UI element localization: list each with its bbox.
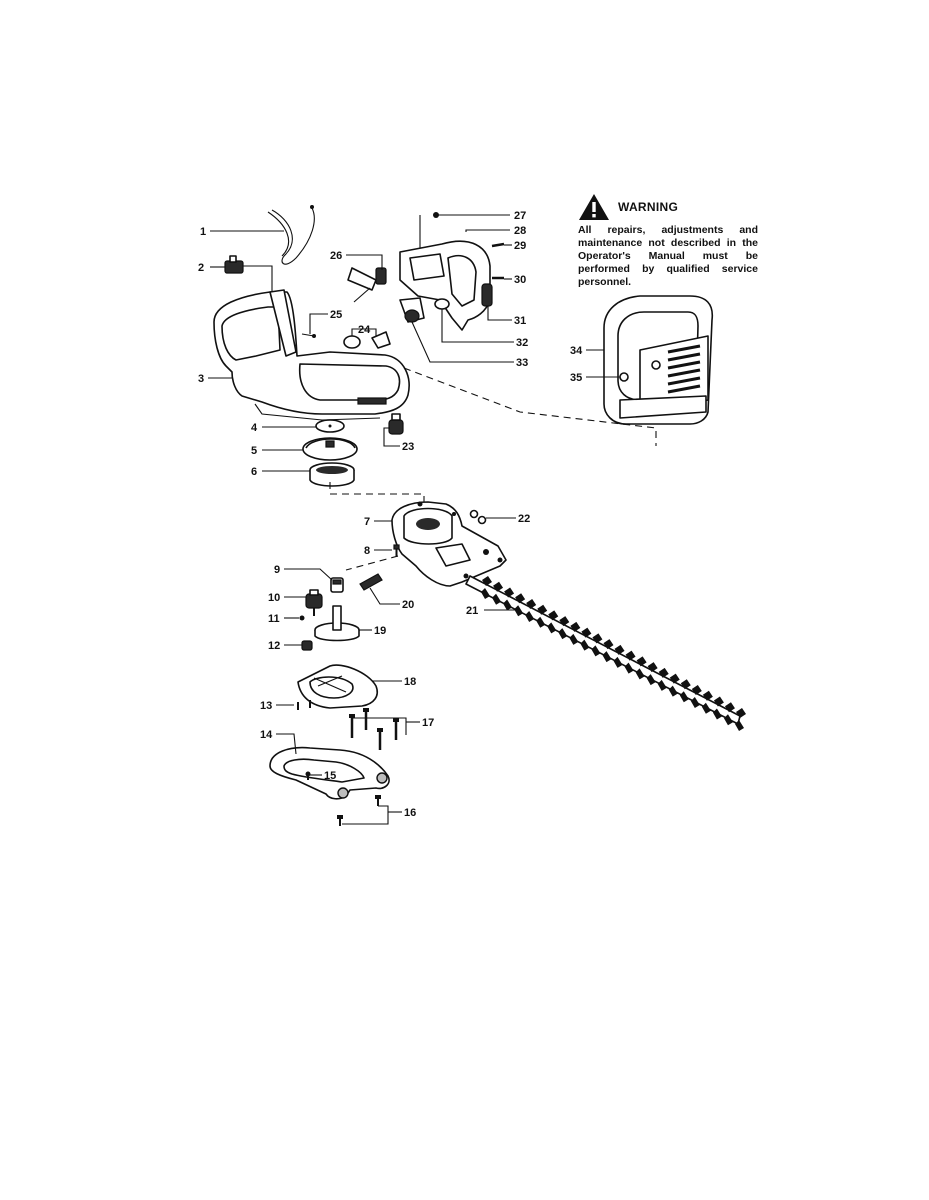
part-ring xyxy=(309,462,355,487)
callout-22: 22 xyxy=(518,513,530,525)
callout-labels: 1 2 3 4 5 6 7 8 9 10 11 12 13 14 15 16 1… xyxy=(198,210,583,819)
callout-6: 6 xyxy=(251,466,257,478)
callout-31: 31 xyxy=(514,315,526,327)
leader-lines xyxy=(208,214,620,825)
callout-32: 32 xyxy=(516,337,528,349)
callout-27: 27 xyxy=(514,210,526,222)
callout-1: 1 xyxy=(200,226,206,238)
callout-12: 12 xyxy=(268,640,280,652)
callout-29: 29 xyxy=(514,240,526,252)
callout-24: 24 xyxy=(358,324,371,336)
part-guard xyxy=(269,746,390,800)
callout-18: 18 xyxy=(404,676,416,688)
warning-title: WARNING xyxy=(618,200,679,214)
part-cord xyxy=(267,205,315,265)
callout-5: 5 xyxy=(251,445,257,457)
callout-7: 7 xyxy=(364,516,370,528)
callout-3: 3 xyxy=(198,373,204,385)
callout-2: 2 xyxy=(198,262,204,274)
callout-4: 4 xyxy=(251,422,258,434)
callout-19: 19 xyxy=(374,625,386,637)
callout-35: 35 xyxy=(570,372,582,384)
part-cover-plate xyxy=(297,664,378,709)
part-spring xyxy=(359,573,383,591)
callout-28: 28 xyxy=(514,225,526,237)
part-handle-screws xyxy=(619,360,661,382)
callout-10: 10 xyxy=(268,592,280,604)
callout-21: 21 xyxy=(466,605,478,617)
assembly-lines xyxy=(329,367,657,571)
part-nut-12 xyxy=(301,640,313,651)
part-screw-8 xyxy=(393,544,400,557)
part-handle-housing xyxy=(213,289,410,421)
callout-9: 9 xyxy=(274,564,280,576)
warning-triangle-icon xyxy=(579,194,609,220)
callout-25: 25 xyxy=(330,309,342,321)
callout-20: 20 xyxy=(402,599,414,611)
part-nuts xyxy=(469,509,487,525)
part-screws-13 xyxy=(297,700,311,710)
warning-text: All repairs, adjustments and maintenance… xyxy=(578,224,758,288)
part-switch-assembly xyxy=(301,212,505,349)
warning-notice: WARNING All repairs, adjustments and mai… xyxy=(578,193,758,289)
callout-23: 23 xyxy=(402,441,414,453)
part-fan-cover xyxy=(302,437,358,461)
callout-14: 14 xyxy=(260,729,273,741)
callout-34: 34 xyxy=(570,345,583,357)
part-gear xyxy=(314,605,360,642)
part-switch xyxy=(224,255,244,274)
callout-30: 30 xyxy=(514,274,526,286)
part-screws-15-16 xyxy=(305,771,381,826)
warning-header: WARNING xyxy=(578,193,758,221)
part-pinion xyxy=(305,589,323,616)
part-gearbox xyxy=(391,501,507,587)
part-screw-11 xyxy=(299,615,305,621)
part-front-handle xyxy=(603,295,714,425)
callout-15: 15 xyxy=(324,770,336,782)
part-bushing xyxy=(330,577,344,593)
callout-8: 8 xyxy=(364,545,370,557)
callout-16: 16 xyxy=(404,807,416,819)
callout-11: 11 xyxy=(268,613,280,625)
callout-13: 13 xyxy=(260,700,272,712)
part-knob xyxy=(388,413,404,435)
part-blade xyxy=(465,575,746,731)
callout-26: 26 xyxy=(330,250,342,262)
callout-33: 33 xyxy=(516,357,528,369)
callout-17: 17 xyxy=(422,717,434,729)
part-screws-17 xyxy=(349,708,399,750)
